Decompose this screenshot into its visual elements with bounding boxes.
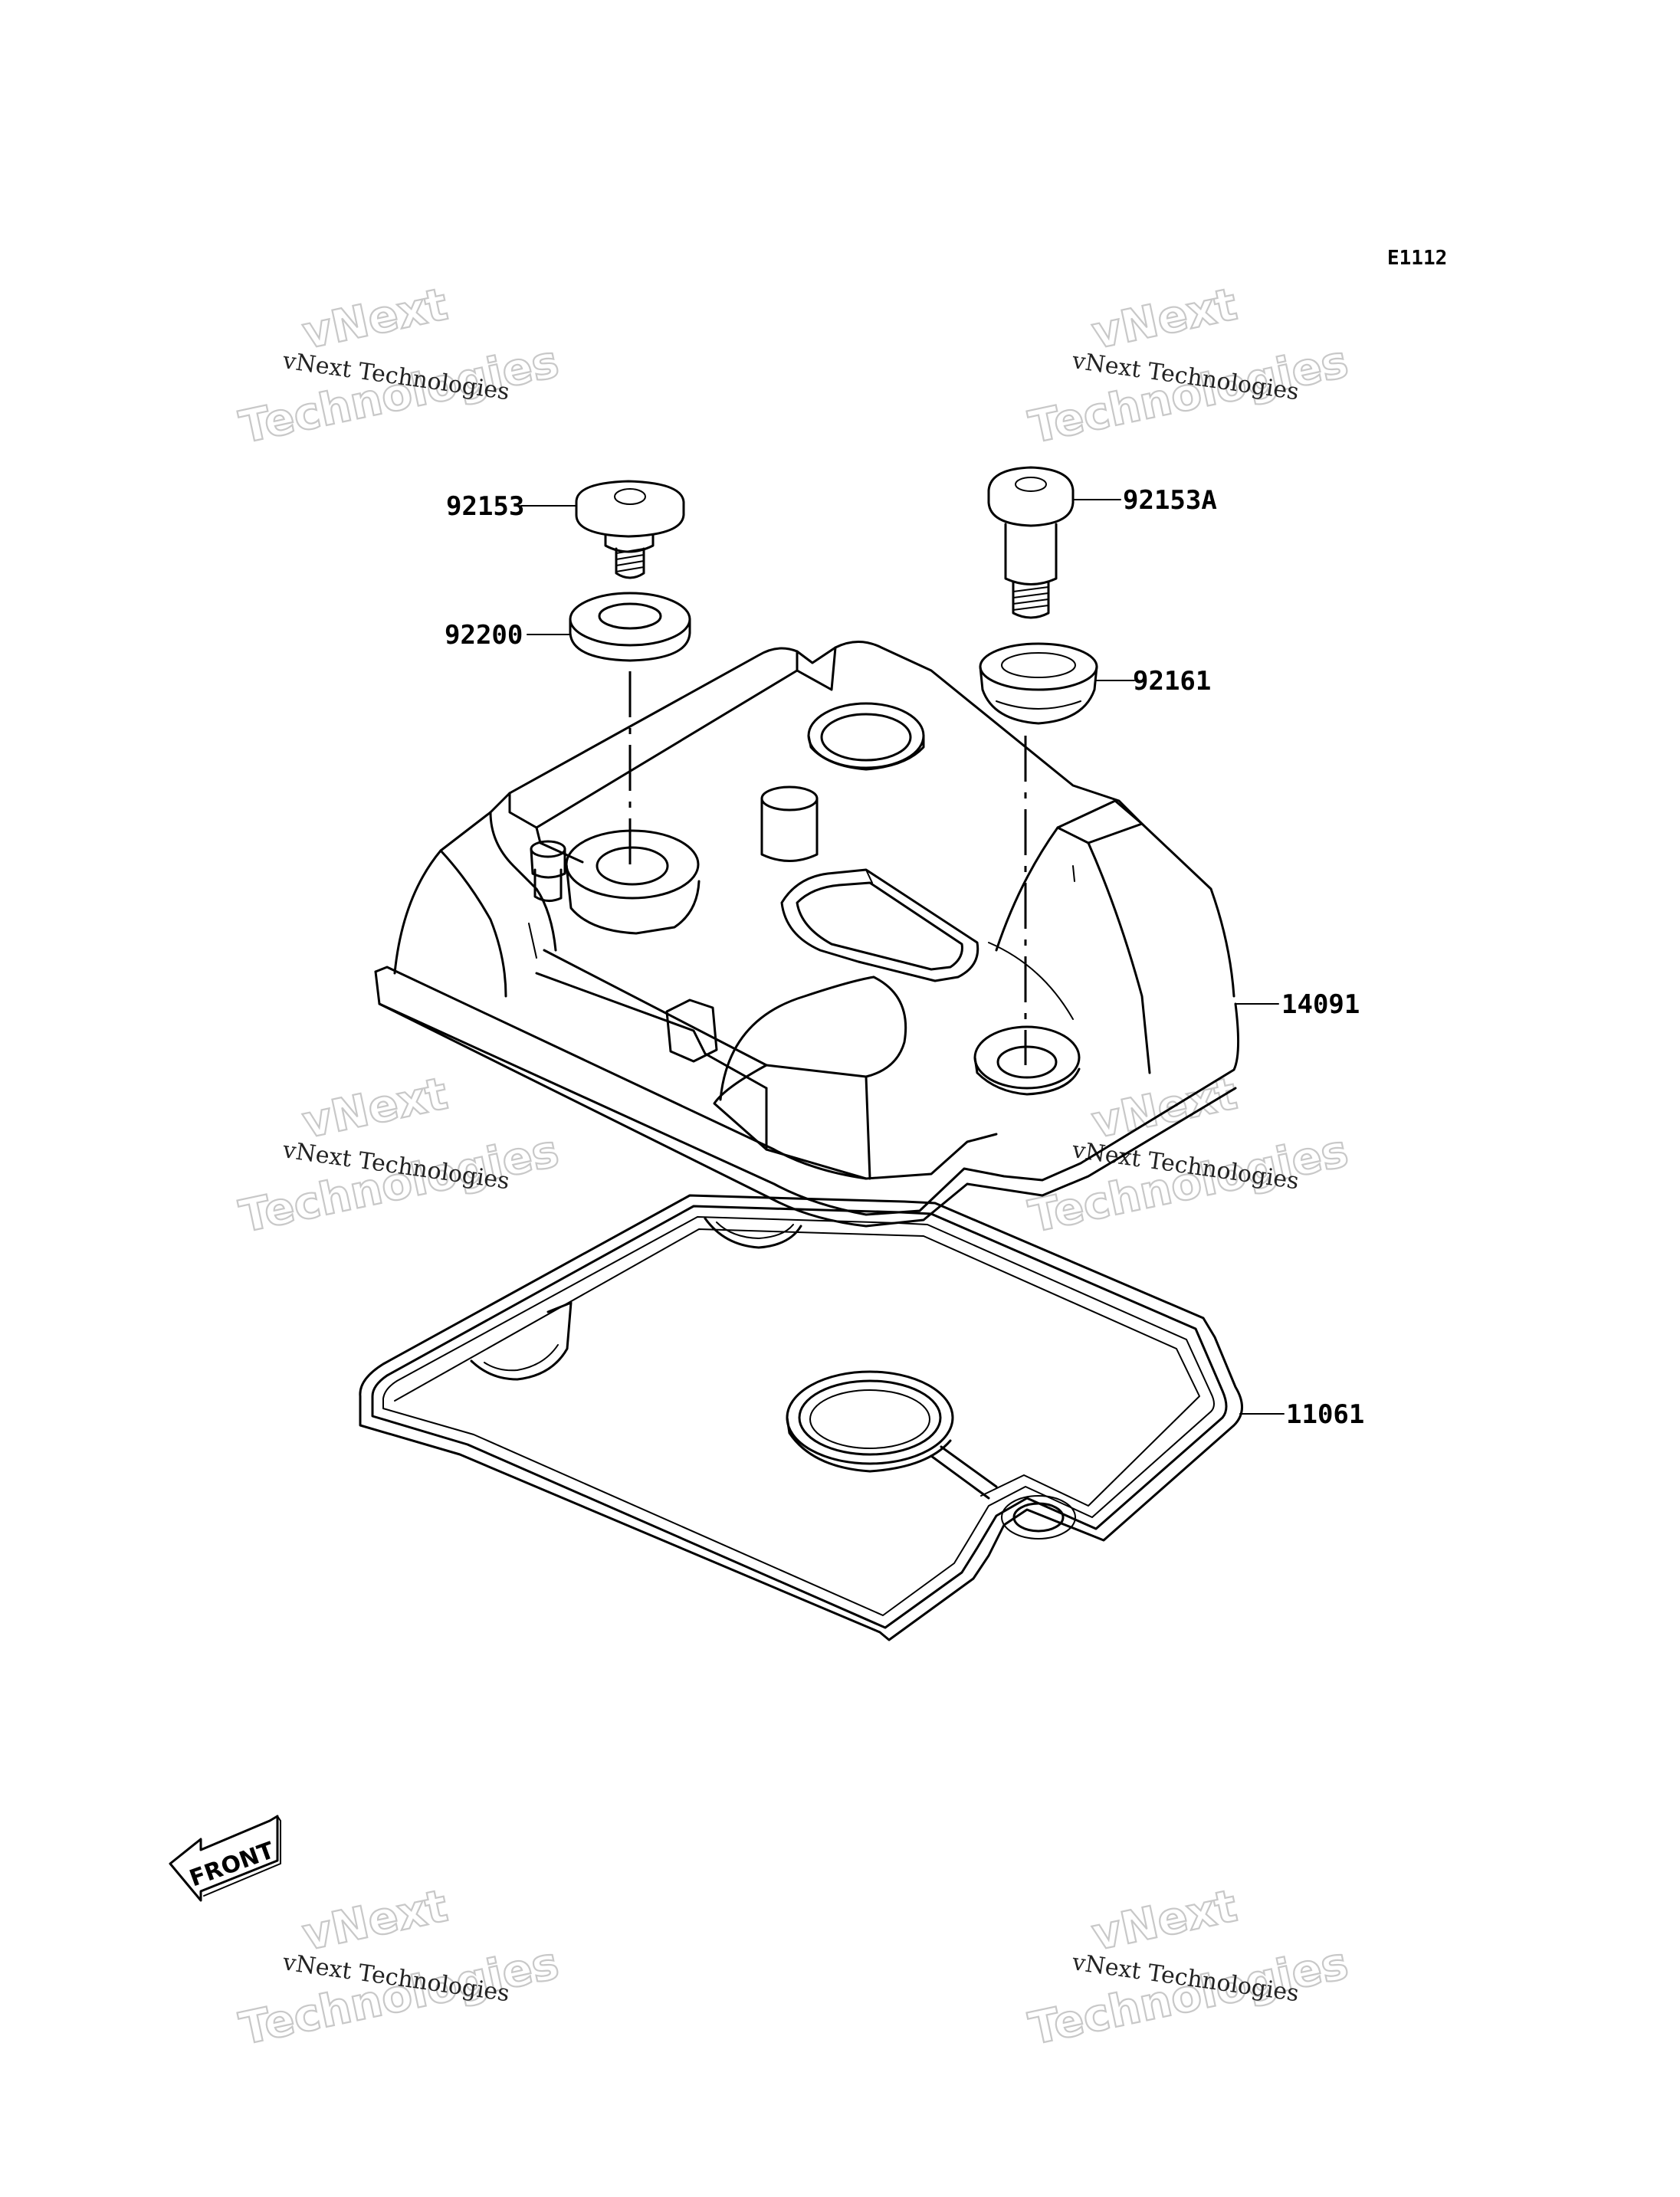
- watermark-vnext: vNext: [298, 1880, 452, 1961]
- part-label-14091: 14091: [1281, 989, 1360, 1020]
- front-direction-marker: FRONT: [169, 1815, 281, 1902]
- grommet-92161-drawing: [979, 642, 1098, 725]
- watermark-vnext: vNext: [1088, 278, 1242, 359]
- watermark-middle-left: vNext Technologies vNext Technologies: [235, 1066, 564, 1243]
- gasket-drawing: [359, 1194, 1243, 1641]
- watermark-bottom-right: vNext Technologies vNext Technologies: [1024, 1878, 1354, 2055]
- watermark-top-right: vNext Technologies vNext Technologies: [1024, 277, 1354, 454]
- part-label-92153: 92153: [446, 491, 524, 522]
- watermark-vnext: vNext: [298, 1067, 452, 1149]
- watermark-middle-right: vNext Technologies vNext Technologies: [1024, 1066, 1354, 1243]
- watermark-vnext: vNext: [1088, 1880, 1242, 1961]
- part-label-92153A: 92153A: [1123, 485, 1217, 516]
- part-label-92161: 92161: [1133, 666, 1211, 697]
- part-label-11061: 11061: [1286, 1399, 1364, 1430]
- part-label-92200: 92200: [445, 620, 523, 651]
- washer-92200-drawing: [569, 592, 691, 662]
- watermark-top-left: vNext Technologies vNext Technologies: [235, 277, 564, 454]
- diagram-reference: E1112: [1387, 247, 1447, 270]
- bolt-92153-drawing: [575, 480, 685, 579]
- bolt-92153A-drawing: [987, 466, 1075, 619]
- watermark-vnext: vNext: [298, 278, 452, 359]
- watermark-bottom-left: vNext Technologies vNext Technologies: [235, 1878, 564, 2055]
